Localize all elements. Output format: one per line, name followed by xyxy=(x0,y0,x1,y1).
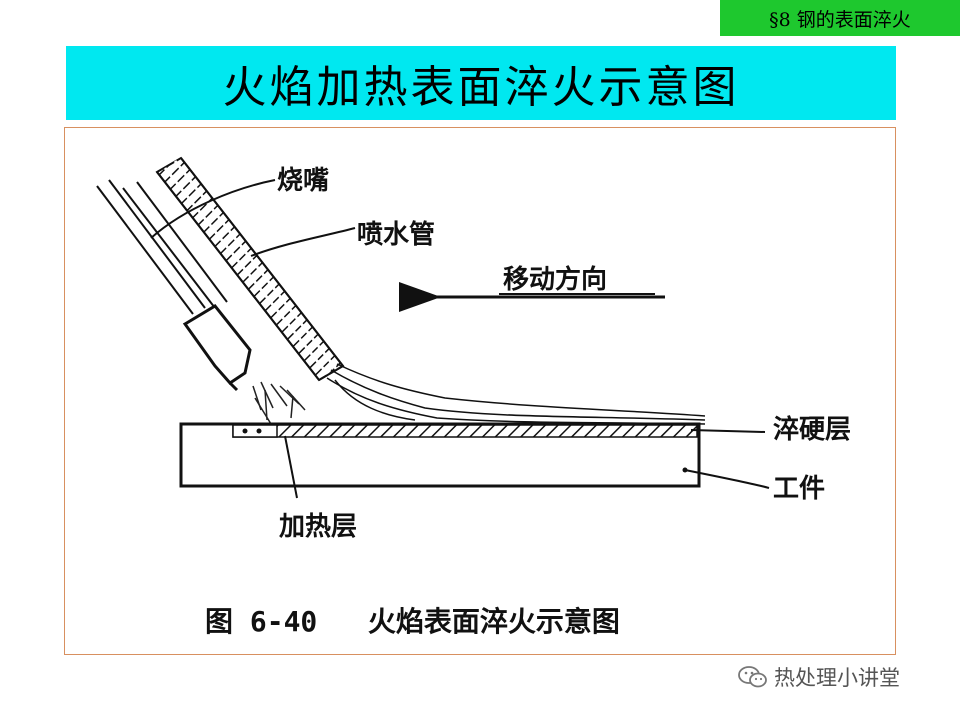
label-hardened-layer: 淬硬层 xyxy=(773,415,852,445)
figure-frame: 烧嘴 喷水管 移动方向 淬硬层 工件 加热层 图 6-40 火焰表面淬火示意图 xyxy=(64,127,896,655)
watermark: 热处理小讲堂 xyxy=(738,662,900,692)
water-pipe xyxy=(155,156,345,382)
leader-lines xyxy=(150,179,770,499)
label-torch: 烧嘴 xyxy=(277,166,330,196)
section-badge: §8 钢的表面淬火 xyxy=(720,0,960,36)
label-direction: 移动方向 xyxy=(503,265,608,295)
figure-caption: 图 6-40 火焰表面淬火示意图 xyxy=(205,605,620,638)
label-water-pipe: 喷水管 xyxy=(357,220,436,250)
label-heated-layer: 加热层 xyxy=(279,512,358,542)
watermark-text: 热处理小讲堂 xyxy=(774,666,900,690)
wechat-icon xyxy=(738,666,767,688)
hardened-layer xyxy=(232,424,698,438)
water-spray xyxy=(326,363,706,425)
heated-layer xyxy=(232,424,278,438)
label-workpiece: 工件 xyxy=(773,474,826,504)
page-title: 火焰加热表面淬火示意图 xyxy=(222,62,740,113)
flame-hardening-diagram xyxy=(96,156,770,499)
flame xyxy=(252,381,306,425)
torch xyxy=(96,179,252,392)
title-bar: 火焰加热表面淬火示意图 xyxy=(66,46,896,120)
